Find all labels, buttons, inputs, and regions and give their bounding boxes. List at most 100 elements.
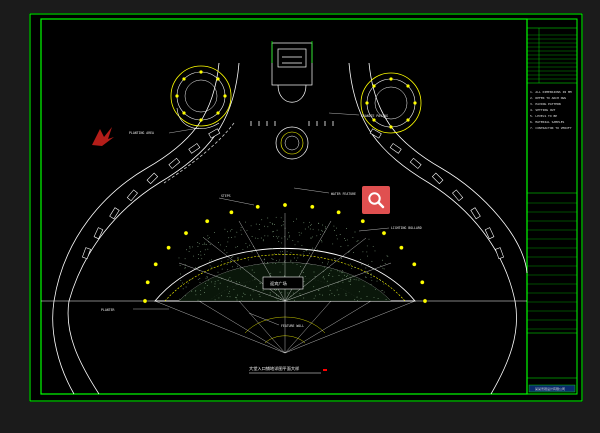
- fan-lines: [154, 300, 416, 354]
- scale-mark: [323, 369, 327, 371]
- title-block-note: 3. PAVING PATTERN: [530, 102, 561, 106]
- bollard-row: [250, 121, 334, 126]
- paving-dot: [360, 297, 362, 299]
- paving-dot: [249, 244, 251, 246]
- paving-dot: [247, 246, 249, 248]
- title-block-rows: [527, 34, 577, 330]
- title-block-note: 7. CONTRACTOR TO VERIFY: [530, 126, 572, 130]
- title-block-note: 1. ALL DIMENSIONS IN MM: [530, 90, 572, 94]
- paving-dot: [226, 264, 228, 265]
- paving-dot: [321, 241, 323, 243]
- paving-dot: [228, 292, 230, 294]
- paving-dot: [313, 286, 315, 288]
- paving-dot: [234, 236, 236, 238]
- paving-dot: [297, 257, 299, 259]
- paving-dot: [371, 261, 373, 263]
- paving-dot: [282, 250, 284, 252]
- paving-dot: [307, 248, 309, 250]
- paving-dot: [230, 260, 231, 262]
- plaza-label-box: [262, 276, 304, 290]
- paving-dot: [341, 272, 343, 274]
- paving-dot: [262, 289, 264, 291]
- paving-dot: [341, 269, 343, 271]
- paving-dot: [285, 253, 286, 255]
- paving-dot: [365, 267, 367, 269]
- paving-dot: [240, 226, 242, 228]
- paving-dot: [310, 237, 312, 239]
- paving-dot: [383, 291, 385, 293]
- paving-dot: [253, 271, 255, 273]
- paving-dot: [314, 276, 316, 277]
- paving-dot: [328, 286, 329, 288]
- paving-dot: [302, 253, 304, 255]
- paving-dot: [322, 224, 323, 226]
- paving-dot: [342, 278, 344, 280]
- paving-dot: [280, 247, 282, 249]
- paving-dot: [286, 251, 288, 253]
- paving-dot: [278, 253, 279, 255]
- paving-dot: [230, 279, 232, 281]
- paving-dot: [327, 261, 329, 263]
- paving-dot: [220, 260, 222, 262]
- paving-dot: [275, 263, 277, 264]
- paving-dot: [184, 263, 186, 265]
- paving-dot: [209, 265, 211, 267]
- rim-light: [419, 279, 425, 285]
- paving-dot: [304, 276, 306, 277]
- paving-dot: [336, 234, 337, 236]
- paving-dot: [225, 245, 227, 247]
- right-planter: [360, 72, 422, 134]
- zoom-button[interactable]: [362, 186, 390, 214]
- paving-dot: [332, 243, 334, 245]
- paving-dot: [272, 262, 274, 264]
- paving-dot: [346, 228, 348, 229]
- paving-dot: [340, 246, 342, 247]
- annotation-label: FEATURE WALL: [281, 324, 304, 328]
- paving-dot: [323, 275, 324, 277]
- rim-light: [204, 218, 210, 224]
- paving-dot: [231, 229, 233, 230]
- paving-dot: [259, 282, 261, 284]
- paving-dot: [327, 263, 329, 265]
- paving-dot: [288, 236, 290, 238]
- planter-light: [389, 125, 393, 129]
- paving-dot: [300, 266, 301, 268]
- paving-dot: [289, 235, 290, 237]
- paving-dot: [263, 259, 265, 261]
- paving-dot: [184, 267, 186, 269]
- paving-dot: [348, 280, 350, 282]
- paving-dot: [303, 255, 304, 257]
- paving-dot: [293, 257, 295, 259]
- paving-dot: [275, 289, 277, 291]
- paving-dot: [370, 273, 372, 275]
- water-feature: [275, 126, 309, 160]
- rim-light: [411, 261, 417, 267]
- paving-dot: [279, 251, 281, 253]
- paving-dot: [301, 245, 303, 247]
- paving-dot: [235, 296, 236, 298]
- paving-dot: [336, 289, 338, 291]
- paving-dot: [209, 244, 211, 246]
- paving-dot: [354, 267, 356, 268]
- paving-dot: [266, 262, 268, 263]
- paving-dot: [199, 281, 201, 283]
- paving-dot: [254, 250, 256, 252]
- paving-dot: [270, 272, 272, 274]
- paving-dot: [322, 230, 323, 232]
- rim-light: [183, 230, 189, 236]
- paving-dot: [283, 220, 285, 222]
- paving-dot: [290, 259, 292, 261]
- paving-dot: [317, 289, 319, 291]
- paving-dot: [363, 285, 365, 287]
- paving-dot: [380, 290, 382, 292]
- paving-dot: [280, 242, 282, 244]
- paving-dot: [292, 262, 294, 264]
- paving-dot: [281, 237, 283, 239]
- paving-dot: [314, 295, 316, 297]
- paving-dot: [240, 300, 242, 302]
- paving-dot: [339, 234, 341, 235]
- company-box: [528, 384, 576, 393]
- paving-dot: [226, 252, 228, 254]
- paving-pattern: [178, 216, 389, 302]
- rim-light: [145, 279, 150, 285]
